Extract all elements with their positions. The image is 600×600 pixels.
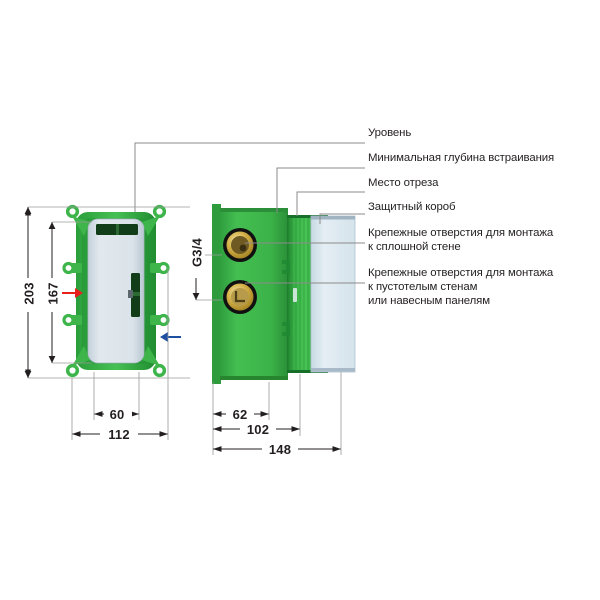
side-view-group — [212, 204, 356, 384]
protective-box — [310, 215, 356, 373]
dim-label-g34: G3/4 — [189, 238, 205, 267]
leader-lines — [134, 142, 365, 284]
callout-label-uroven: Уровень — [368, 127, 412, 139]
inlet-fitting-upper — [223, 228, 257, 262]
callout-label-protective-box: Защитный короб — [368, 201, 456, 213]
dim-label-masks — [20, 232, 298, 458]
dim-label-148: 148 — [268, 442, 292, 457]
callout-label-cut-place: Место отреза — [368, 177, 439, 189]
front-protective-panel — [87, 218, 145, 364]
side-mount-lugs — [62, 261, 170, 327]
callout-label-min-depth: Минимальная глубина встраивания — [368, 152, 555, 164]
dim-label-62: 62 — [232, 407, 248, 422]
callout-label-mount-holes-hollow: Крепежные отверстия для монтажа к пустот… — [368, 267, 554, 308]
dim-label-203: 203 — [21, 282, 37, 305]
front-view-group — [62, 204, 181, 378]
dim-label-102: 102 — [246, 422, 270, 437]
dim-label-60: 60 — [109, 407, 125, 422]
dim-label-112: 112 — [108, 427, 130, 442]
inlet-fitting-lower — [223, 280, 257, 314]
leader-min-depth — [276, 167, 365, 213]
leader-uroven — [134, 142, 365, 212]
dim-label-167: 167 — [45, 282, 61, 305]
corner-mount-lugs — [65, 204, 167, 378]
callout-label-mount-holes-solid: Крепежные отверстия для монтажа к сплошн… — [368, 227, 554, 254]
hot-inlet-arrow — [62, 288, 83, 298]
leader-cut-place — [296, 191, 365, 216]
cold-inlet-arrow — [160, 332, 181, 342]
barrel-mount-tabs — [282, 260, 297, 336]
leader-protective-box — [319, 213, 365, 224]
